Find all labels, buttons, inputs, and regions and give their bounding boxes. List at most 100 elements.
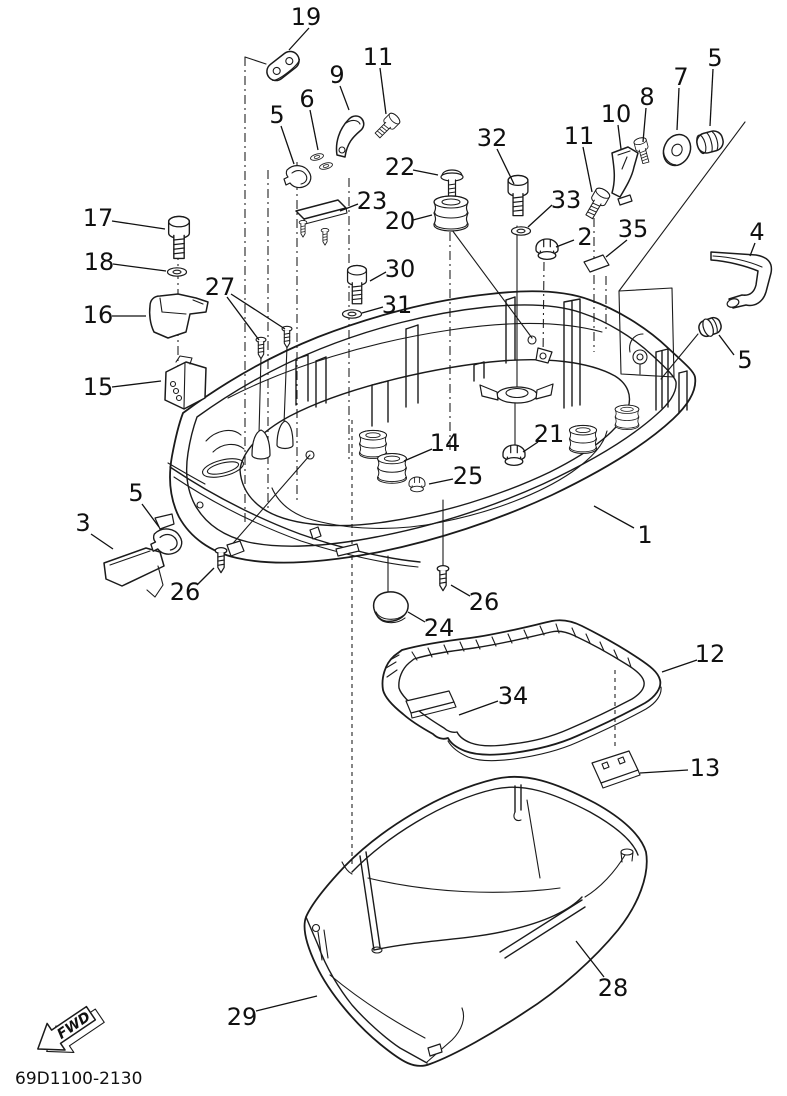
leader-line bbox=[230, 293, 286, 330]
part-15-box bbox=[164, 355, 207, 410]
part-3-handle bbox=[103, 547, 165, 598]
leader-line bbox=[527, 204, 553, 228]
callout-label-28: 28 bbox=[598, 974, 629, 1002]
leader-line bbox=[575, 940, 605, 978]
callout-label-14: 14 bbox=[430, 429, 461, 457]
part-24-cap bbox=[372, 591, 409, 624]
leader-line bbox=[582, 146, 593, 193]
callout-label-18: 18 bbox=[84, 248, 115, 276]
leader-line bbox=[407, 611, 426, 623]
leader-line bbox=[226, 296, 260, 341]
part-4-handle bbox=[710, 251, 773, 309]
callout-label-7: 7 bbox=[673, 63, 688, 91]
leader-line bbox=[141, 503, 160, 528]
callout-label-15: 15 bbox=[83, 373, 114, 401]
part-5b-bushing bbox=[696, 130, 724, 155]
part-code: 69D1100-2130 bbox=[15, 1069, 142, 1089]
callout-label-10: 10 bbox=[601, 100, 632, 128]
leader-line bbox=[255, 995, 318, 1012]
callout-label-11: 11 bbox=[564, 122, 595, 150]
part-16-bracket bbox=[148, 293, 209, 339]
callout-label-5: 5 bbox=[707, 44, 722, 72]
callout-label-5: 5 bbox=[737, 346, 752, 374]
callout-label-22: 22 bbox=[385, 153, 416, 181]
leader-line bbox=[412, 214, 433, 221]
part-10-bracket bbox=[611, 146, 639, 206]
leader-line bbox=[403, 448, 433, 462]
leader-line bbox=[676, 87, 680, 131]
callout-label-26: 26 bbox=[469, 588, 500, 616]
guide-lines bbox=[227, 121, 746, 593]
callout-label-1: 1 bbox=[637, 521, 652, 549]
callout-label-3: 3 bbox=[75, 509, 90, 537]
seal-strip-34 bbox=[405, 690, 457, 719]
leader-line bbox=[642, 107, 647, 143]
leader-line bbox=[196, 567, 215, 586]
callout-label-33: 33 bbox=[551, 186, 582, 214]
leader-line bbox=[450, 584, 471, 597]
callout-label-6: 6 bbox=[299, 85, 314, 113]
leader-line bbox=[112, 263, 167, 272]
leader-line bbox=[555, 239, 575, 248]
callout-label-12: 12 bbox=[695, 640, 726, 668]
part-35-seal bbox=[583, 254, 610, 273]
callout-label-31: 31 bbox=[382, 291, 413, 319]
leader-line bbox=[369, 271, 387, 282]
callout-label-35: 35 bbox=[618, 215, 649, 243]
callout-label-19: 19 bbox=[291, 3, 322, 31]
part-19-plate bbox=[266, 50, 301, 82]
part-9-bracket bbox=[335, 115, 365, 158]
part-22-screw bbox=[440, 169, 464, 197]
leader-line bbox=[605, 239, 628, 258]
leader-line bbox=[496, 148, 515, 185]
leader-line bbox=[111, 220, 166, 230]
fwd-label: FWD bbox=[54, 1009, 93, 1043]
callout-label-21: 21 bbox=[534, 420, 565, 448]
callout-label-2: 2 bbox=[577, 223, 592, 251]
leader-line bbox=[522, 441, 539, 453]
leader-line bbox=[309, 109, 319, 151]
leader-line bbox=[428, 478, 454, 485]
callout-label-5: 5 bbox=[269, 101, 284, 129]
leader-line bbox=[617, 124, 622, 150]
leader-line bbox=[639, 769, 689, 774]
part-23-bar bbox=[295, 199, 348, 246]
leader-line bbox=[749, 242, 756, 257]
callout-label-5: 5 bbox=[128, 479, 143, 507]
callout-label-17: 17 bbox=[83, 204, 114, 232]
leader-line bbox=[339, 203, 359, 212]
callout-label-26: 26 bbox=[170, 578, 201, 606]
leader-line bbox=[280, 125, 295, 165]
callout-label-29: 29 bbox=[227, 1003, 258, 1031]
leader-line bbox=[709, 68, 714, 127]
callout-label-9: 9 bbox=[329, 61, 344, 89]
bottom-cowling-drawing bbox=[154, 287, 697, 568]
leader-line bbox=[111, 380, 162, 388]
callout-label-34: 34 bbox=[498, 682, 529, 710]
gasket-drawing bbox=[381, 619, 662, 762]
leader-line bbox=[90, 533, 114, 550]
callout-label-27: 27 bbox=[205, 273, 236, 301]
leader-line bbox=[593, 505, 635, 529]
callout-label-30: 30 bbox=[385, 255, 416, 283]
leader-line bbox=[379, 67, 387, 115]
leader-line bbox=[339, 85, 350, 111]
leader-line bbox=[458, 700, 499, 716]
gasket-hatching bbox=[385, 623, 632, 678]
leader-line bbox=[288, 27, 310, 51]
apron-drawing bbox=[303, 775, 648, 1067]
callout-label-24: 24 bbox=[424, 614, 455, 642]
callout-label-11: 11 bbox=[363, 43, 394, 71]
callout-label-23: 23 bbox=[357, 187, 388, 215]
leader-line bbox=[661, 659, 698, 673]
part-5c-bushing bbox=[698, 316, 722, 338]
fwd-arrow: FWD bbox=[37, 1005, 105, 1053]
hardware-parts bbox=[103, 50, 773, 624]
part-7-plate bbox=[662, 133, 692, 167]
callout-label-8: 8 bbox=[639, 83, 654, 111]
callout-label-4: 4 bbox=[749, 218, 764, 246]
callout-label-32: 32 bbox=[477, 124, 508, 152]
callout-label-16: 16 bbox=[83, 301, 114, 329]
